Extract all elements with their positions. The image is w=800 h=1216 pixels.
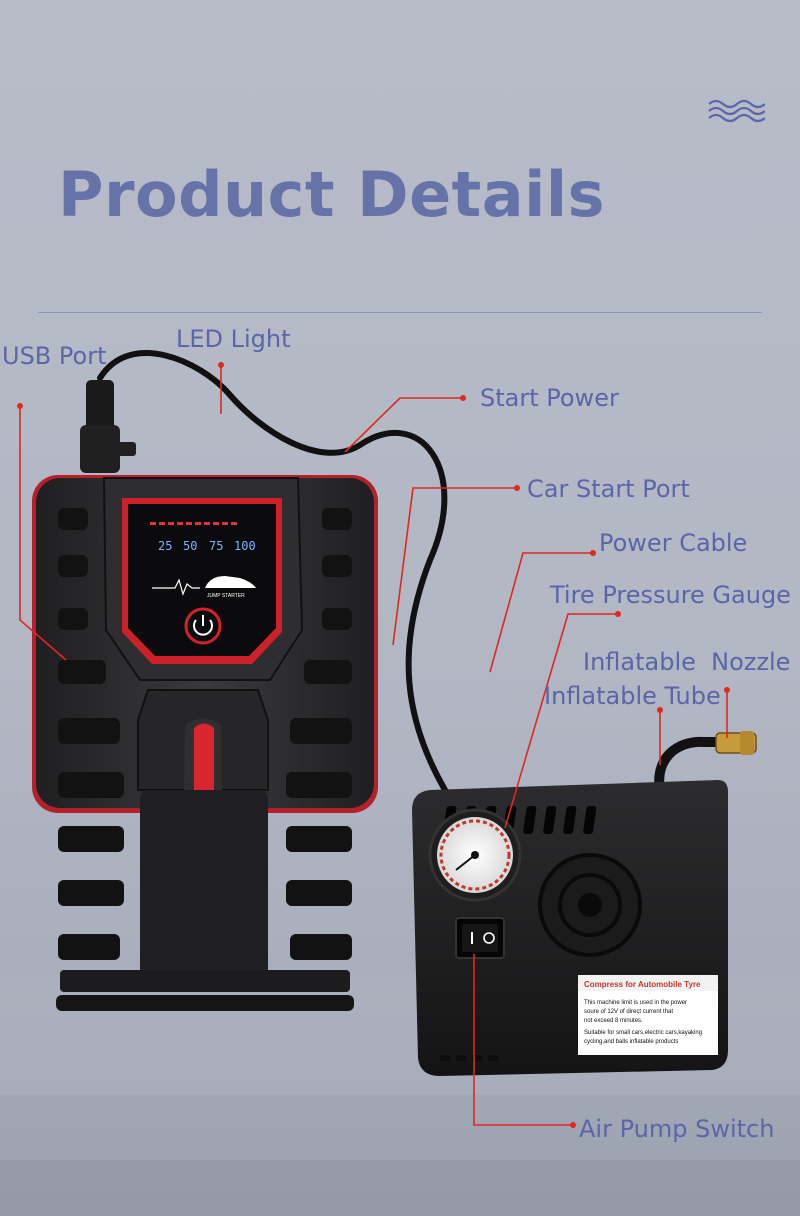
- brand-tag: JUMP STARTER: [207, 593, 245, 599]
- waves-icon: [708, 99, 765, 123]
- sticker-line-4: Suitable for small cars,electric cars,ka…: [584, 1030, 702, 1036]
- sticker-line-1: This machine limit is used in the power: [584, 1000, 687, 1006]
- level-50: 50: [183, 539, 197, 553]
- sticker-line-5: cycling,and balls inflatable products: [584, 1039, 678, 1045]
- power-cable: [97, 350, 448, 793]
- label-led-light: LED Light: [176, 325, 291, 353]
- callout-dots: [17, 362, 730, 1128]
- label-air-pump-switch: Air Pump Switch: [579, 1115, 775, 1143]
- label-power-cable: Power Cable: [599, 529, 748, 557]
- label-inflatable-nozzle: Inflatable Nozzle: [583, 648, 791, 676]
- tire-pressure-gauge: [428, 808, 522, 902]
- label-usb-port: USB Port: [2, 342, 107, 370]
- level-25: 25: [158, 539, 172, 553]
- inflatable-tube: [654, 736, 727, 795]
- label-inflatable-tube: Inflatable Tube: [544, 682, 721, 710]
- callout-lines: [19, 365, 728, 1126]
- level-75: 75: [209, 539, 223, 553]
- title-divider: [38, 312, 762, 313]
- air-pump-switch: [455, 917, 505, 959]
- sticker-heading: Compress for Automobile Tyre: [584, 980, 701, 989]
- label-start-power: Start Power: [480, 384, 619, 412]
- level-100: 100: [234, 539, 256, 553]
- jump-starter: 25 50 75 100 JUMP STARTER: [32, 475, 378, 1011]
- label-tire-pressure-gauge: Tire Pressure Gauge: [550, 581, 791, 609]
- air-compressor: Compress for Automobile Tyre This machin…: [412, 731, 757, 1076]
- sticker-line-3: not exceed 8 minutes.: [584, 1018, 643, 1024]
- label-car-start-port: Car Start Port: [527, 475, 690, 503]
- usb-port: [80, 380, 136, 473]
- page-title: Product Details: [58, 158, 606, 231]
- power-icon: [184, 607, 222, 645]
- sticker-line-2: soure of 12V of direct current that: [584, 1009, 673, 1015]
